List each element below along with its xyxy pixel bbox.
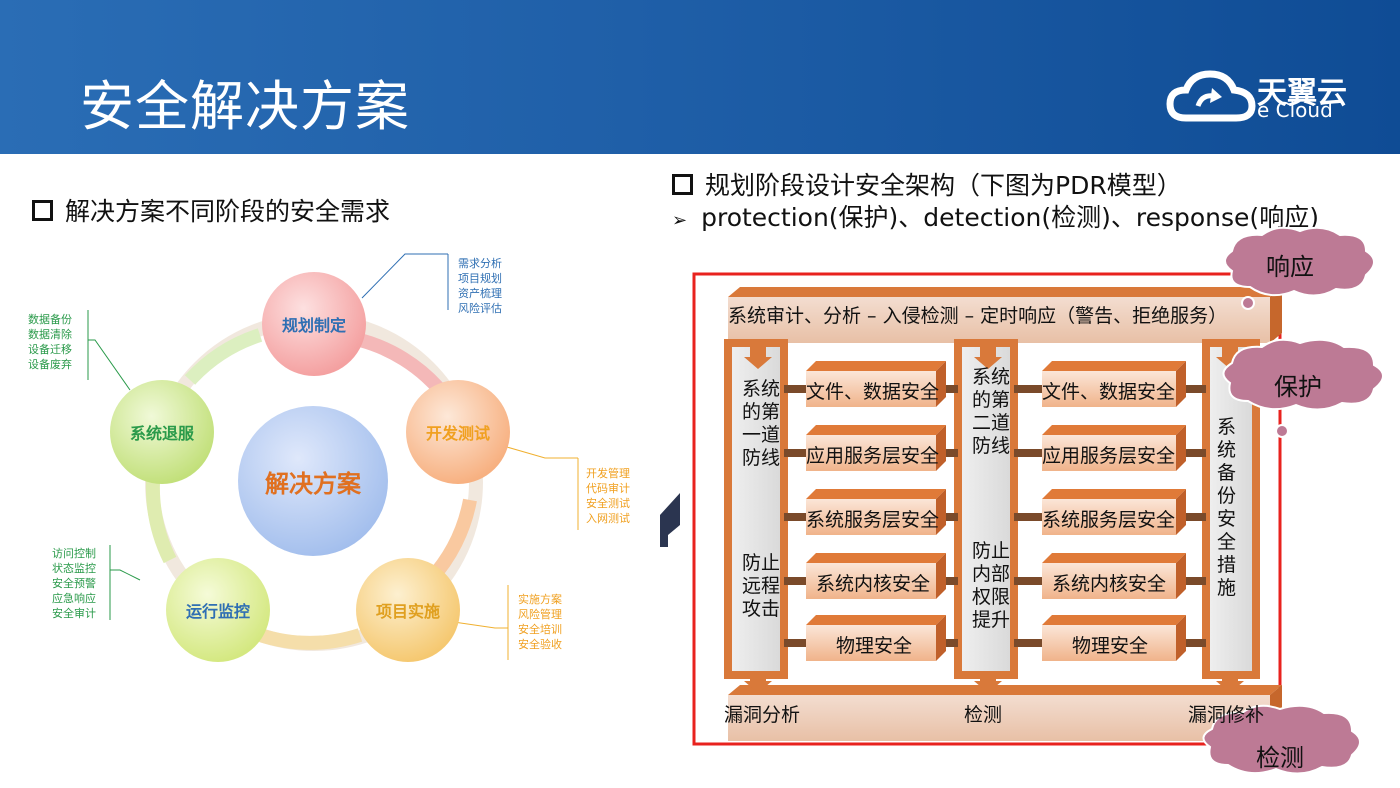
col3-label: 系统备份安全措施 [1217,416,1237,599]
right-subheading-text: protection(保护)、detection(检测)、response(响应… [701,203,1319,232]
center-node: 解决方案 [238,406,388,556]
stage-node-implementation: 项目实施 [356,558,460,662]
planning-notes: 需求分析 项目规划 资产梳理 风险评估 [458,257,502,315]
layer-label-b4: 系统内核安全 [1052,573,1167,595]
stage-node-planning: 规划制定 [262,272,366,376]
logo-text-cn: 天翼云 [1257,76,1347,111]
page-title: 安全解决方案 [80,75,410,138]
dev-test-notes: 开发管理 代码审计 安全测试 入网测试 [586,467,630,525]
cloud-label-detection: 检测 [1256,744,1304,772]
col1-top-label: 系统的第一道防线 [742,378,781,469]
logo-text-en: e Cloud [1257,98,1333,122]
col2-top-label: 系统的第二道防线 [972,366,1011,457]
layer-label-a1: 文件、数据安全 [806,381,940,403]
pdr-model-diagram [660,226,1384,775]
stage-node-decommission: 系统退服 [110,380,214,484]
stage-node-dev-test: 开发测试 [406,380,510,484]
col2-bottom-label: 防止内部权限提升 [972,540,1011,631]
bottom-bar-label-left: 漏洞分析 [724,704,801,726]
pdr-top-bar-label: 系统审计、分析 – 入侵检测 – 定时响应（警告、拒绝服务） [728,305,1228,327]
layer-label-a2: 应用服务层安全 [806,445,940,467]
layer-label-a4: 系统内核安全 [816,573,931,595]
header-bar [0,0,1400,154]
layer-label-a3: 系统服务层安全 [806,509,940,531]
checkbox-bullet-icon [672,174,693,195]
left-heading-text: 解决方案不同阶段的安全需求 [65,197,391,226]
cloud-logo-icon [1166,70,1256,122]
checkbox-bullet-icon [32,200,53,221]
right-heading-text: 规划阶段设计安全架构（下图为PDR模型） [705,171,1182,200]
cloud-label-protection: 保护 [1274,373,1322,401]
bottom-bar-label-right: 漏洞修补 [1188,704,1265,726]
implementation-notes: 实施方案 风险管理 安全培训 安全验收 [518,593,562,651]
cloud-label-response: 响应 [1266,253,1314,281]
bottom-bar-label-mid: 检测 [964,704,1003,726]
right-section-heading: 规划阶段设计安全架构（下图为PDR模型） [672,166,1182,202]
right-section-subheading: ➢ protection(保护)、detection(检测)、response(响… [672,198,1319,234]
layer-label-b1: 文件、数据安全 [1042,381,1176,403]
decommission-notes: 数据备份 数据清除 设备迁移 设备废弃 [28,313,72,371]
stage-node-monitoring: 运行监控 [166,558,270,662]
layer-label-b2: 应用服务层安全 [1042,445,1176,467]
col1-bottom-label: 防止远程攻击 [742,552,781,620]
left-section-heading: 解决方案不同阶段的安全需求 [32,192,390,228]
layer-label-b5: 物理安全 [1072,635,1149,657]
monitoring-notes: 访问控制 状态监控 安全预警 应急响应 安全审计 [52,547,96,620]
layer-label-b3: 系统服务层安全 [1042,509,1176,531]
layer-label-a5: 物理安全 [836,635,913,657]
arrow-bullet-icon: ➢ [672,210,688,231]
